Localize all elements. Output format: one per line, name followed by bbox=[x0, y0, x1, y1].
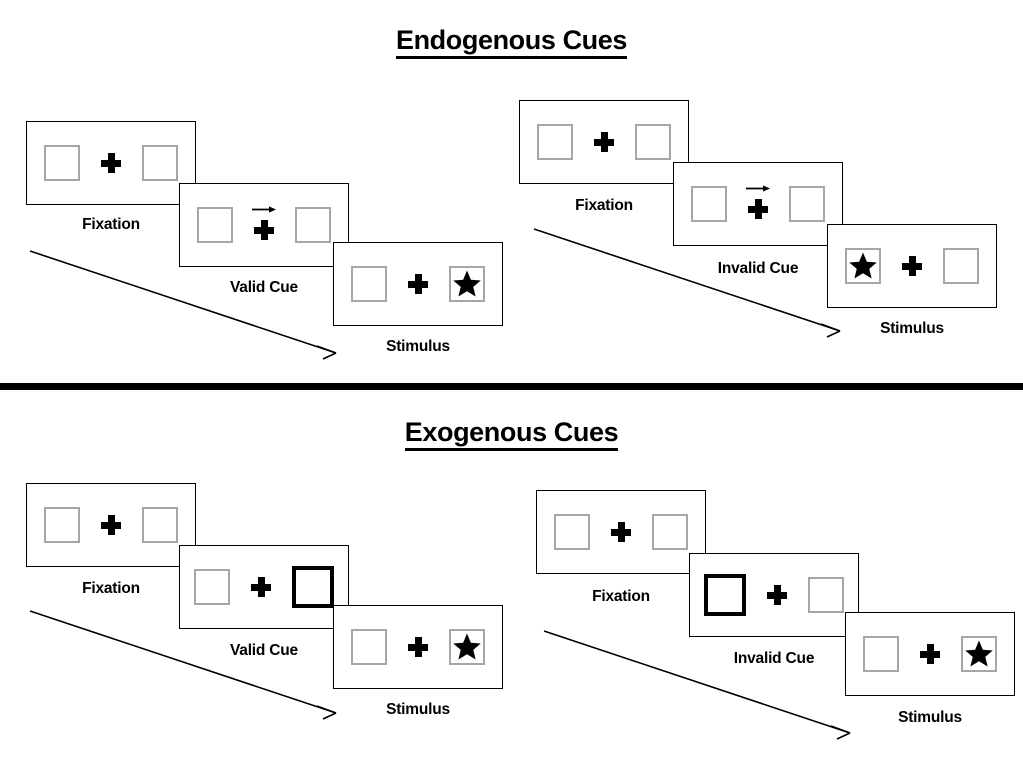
stimulus-box-left bbox=[197, 207, 233, 243]
stimulus-box-left bbox=[351, 266, 387, 302]
plus-icon bbox=[920, 644, 940, 664]
panel-exogenous-invalid-stimulus bbox=[845, 612, 1015, 696]
panel-endogenous-valid-cue bbox=[179, 183, 349, 267]
fixation-cross-wrap bbox=[94, 141, 128, 185]
plus-icon bbox=[254, 220, 274, 240]
fixation-cross-wrap bbox=[895, 244, 929, 288]
section-exogenous: Exogenous Cues Fixation Valid Cue bbox=[0, 390, 1023, 767]
stimulus-box-right bbox=[142, 507, 178, 543]
caption-endogenous-invalid-fixation: Fixation bbox=[575, 197, 633, 214]
section-divider bbox=[0, 383, 1023, 390]
stimulus-box-left bbox=[845, 248, 881, 284]
caption-exogenous-invalid-stimulus: Stimulus bbox=[898, 709, 962, 726]
stimulus-box-left bbox=[351, 629, 387, 665]
stimulus-box-left bbox=[194, 569, 230, 605]
plus-icon bbox=[101, 515, 121, 535]
star-icon bbox=[965, 640, 993, 667]
panel-exogenous-invalid-fixation bbox=[536, 490, 706, 574]
plus-icon bbox=[408, 637, 428, 657]
stimulus-box-right bbox=[652, 514, 688, 550]
caption-exogenous-invalid-cue: Invalid Cue bbox=[733, 650, 815, 667]
fixation-cross-wrap bbox=[587, 120, 621, 164]
fixation-cross-wrap bbox=[741, 182, 775, 226]
plus-icon bbox=[408, 274, 428, 294]
section-title-endogenous-text: Endogenous Cues bbox=[395, 25, 627, 59]
stimulus-box-left bbox=[44, 507, 80, 543]
fixation-cross-wrap bbox=[401, 262, 435, 306]
caption-exogenous-valid-fixation: Fixation bbox=[82, 580, 140, 597]
stimulus-box-right bbox=[449, 629, 485, 665]
fixation-cross-wrap bbox=[913, 632, 947, 676]
caption-exogenous-valid-stimulus: Stimulus bbox=[386, 701, 450, 718]
plus-icon bbox=[251, 577, 271, 597]
fixation-cross-wrap bbox=[244, 565, 278, 609]
panel-exogenous-valid-fixation bbox=[26, 483, 196, 567]
time-flow-arrow-icon-exogenous-invalid bbox=[543, 630, 851, 740]
arrow-right-icon bbox=[252, 206, 276, 213]
plus-icon bbox=[101, 153, 121, 173]
stimulus-box-right bbox=[808, 577, 844, 613]
panel-endogenous-invalid-cue bbox=[673, 162, 843, 246]
stimulus-box-right bbox=[449, 266, 485, 302]
section-title-endogenous: Endogenous Cues bbox=[0, 25, 1023, 59]
cue-box-left-highlight bbox=[704, 574, 746, 616]
star-icon bbox=[849, 252, 877, 279]
section-title-exogenous: Exogenous Cues bbox=[0, 417, 1023, 451]
panel-endogenous-invalid-fixation bbox=[519, 100, 689, 184]
stimulus-box-left bbox=[554, 514, 590, 550]
stimulus-box-right bbox=[961, 636, 997, 672]
cue-box-right-highlight bbox=[292, 566, 334, 608]
stimulus-box-right bbox=[142, 145, 178, 181]
stimulus-box-right bbox=[635, 124, 671, 160]
caption-endogenous-valid-stimulus: Stimulus bbox=[386, 338, 450, 355]
caption-endogenous-valid-cue: Valid Cue bbox=[230, 279, 298, 296]
stimulus-box-right bbox=[943, 248, 979, 284]
fixation-cross-wrap bbox=[401, 625, 435, 669]
panel-exogenous-valid-stimulus bbox=[333, 605, 503, 689]
fixation-cross-wrap bbox=[760, 573, 794, 617]
star-icon bbox=[453, 270, 481, 297]
plus-icon bbox=[902, 256, 922, 276]
stimulus-box-left bbox=[863, 636, 899, 672]
star-icon bbox=[453, 633, 481, 660]
caption-exogenous-invalid-fixation: Fixation bbox=[592, 588, 650, 605]
panel-endogenous-valid-fixation bbox=[26, 121, 196, 205]
fixation-cross-wrap bbox=[604, 510, 638, 554]
stimulus-box-right bbox=[295, 207, 331, 243]
plus-icon bbox=[748, 199, 768, 219]
panel-endogenous-invalid-stimulus bbox=[827, 224, 997, 308]
arrow-right-icon bbox=[746, 185, 770, 192]
section-title-exogenous-text: Exogenous Cues bbox=[404, 417, 619, 451]
caption-exogenous-valid-cue: Valid Cue bbox=[230, 642, 298, 659]
stimulus-box-right bbox=[789, 186, 825, 222]
fixation-cross-wrap bbox=[94, 503, 128, 547]
section-endogenous: Endogenous Cues Fixation bbox=[0, 25, 1023, 360]
stimulus-box-left bbox=[691, 186, 727, 222]
caption-endogenous-invalid-stimulus: Stimulus bbox=[880, 320, 944, 337]
plus-icon bbox=[594, 132, 614, 152]
stimulus-box-left bbox=[537, 124, 573, 160]
stimulus-box-left bbox=[44, 145, 80, 181]
caption-endogenous-valid-fixation: Fixation bbox=[82, 216, 140, 233]
plus-icon bbox=[767, 585, 787, 605]
fixation-cross-wrap bbox=[247, 203, 281, 247]
panel-exogenous-invalid-cue bbox=[689, 553, 859, 637]
panel-endogenous-valid-stimulus bbox=[333, 242, 503, 326]
caption-endogenous-invalid-cue: Invalid Cue bbox=[717, 260, 799, 277]
plus-icon bbox=[611, 522, 631, 542]
panel-exogenous-valid-cue bbox=[179, 545, 349, 629]
